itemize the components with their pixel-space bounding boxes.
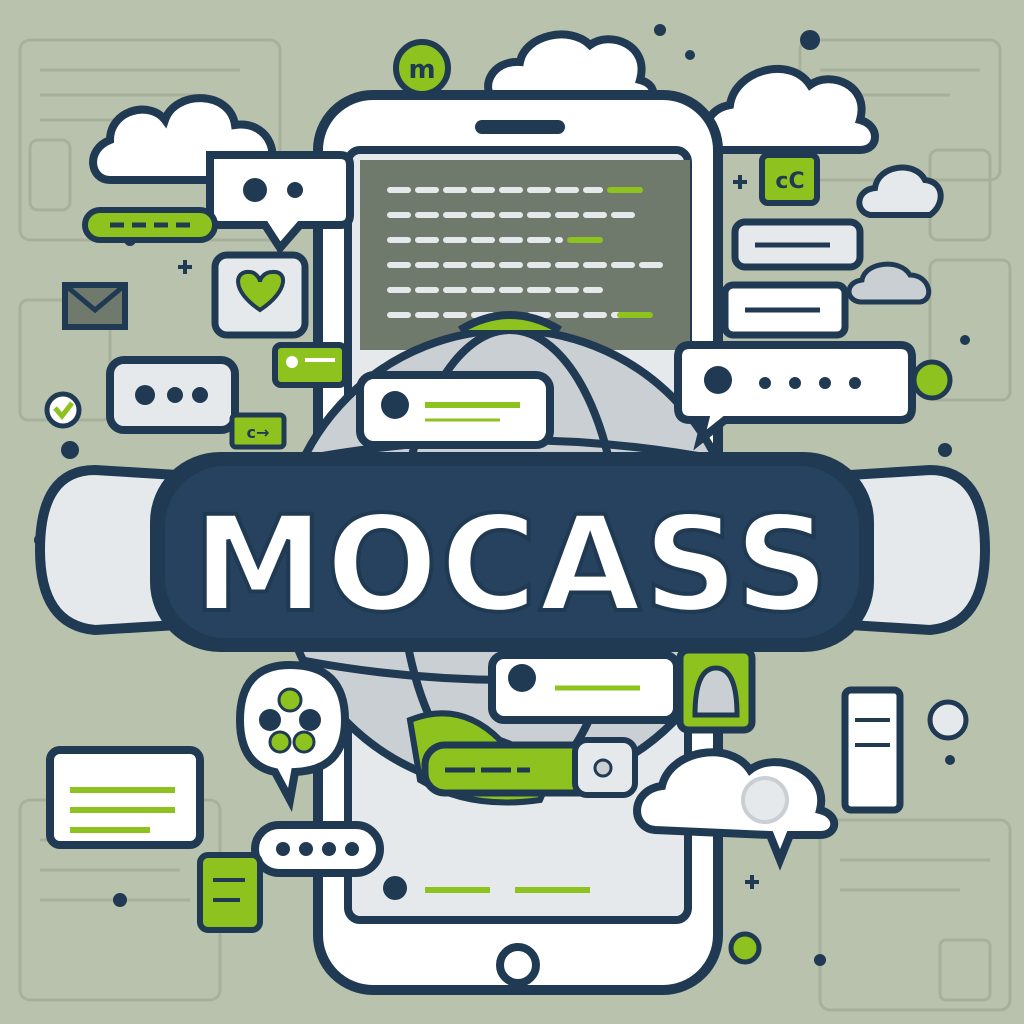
right-card-top: [731, 218, 864, 271]
small-lime-card: [272, 342, 348, 388]
badge-left-label: c→: [247, 423, 270, 442]
phone-message-lower: [383, 876, 590, 900]
right-card-lower: [841, 686, 904, 814]
chat-bubble-icon-top-left: [206, 151, 354, 255]
banner-title: MOCASS: [193, 488, 832, 642]
chat-card-lower-left: [46, 746, 204, 849]
lime-dot-right: [911, 359, 953, 401]
cloud-icon-lower-right: [633, 748, 839, 871]
lime-pill-left: [82, 207, 218, 243]
badge-top: m: [393, 39, 451, 97]
chat-bubble-icon-right: [674, 341, 916, 451]
heart-icon-card: [211, 251, 309, 339]
check-icon: [44, 391, 82, 429]
link-icon: [741, 776, 789, 824]
badge-right-label: cC: [775, 169, 804, 194]
main-banner: MOCASS: [34, 452, 991, 652]
bell-icon-card: [676, 646, 756, 734]
flower-icon-bubble: [235, 660, 350, 813]
lime-pill-lower: [421, 737, 638, 798]
badge-right: cC: [759, 152, 820, 206]
heart-icon: [236, 269, 286, 313]
flower-icon: [277, 687, 303, 713]
message-card-lower: [488, 651, 681, 724]
bubble-right: [927, 699, 969, 741]
mail-icon: [62, 282, 128, 330]
lime-dot-lower: [728, 931, 762, 965]
right-card-middle: [721, 281, 849, 339]
badge-left: c→: [229, 412, 287, 450]
cloud-icon-top-center: [484, 30, 658, 110]
badge-top-label: m: [408, 55, 435, 85]
bell-icon: [692, 665, 740, 718]
chat-bubble-icon-left: [106, 356, 239, 434]
message-card-center: [356, 371, 554, 449]
cloud-icon-right-small: [846, 261, 932, 305]
typing-indicator: [251, 821, 384, 877]
lime-card-lower-left: [197, 852, 263, 933]
cloud-icon-top-right: [702, 65, 944, 218]
